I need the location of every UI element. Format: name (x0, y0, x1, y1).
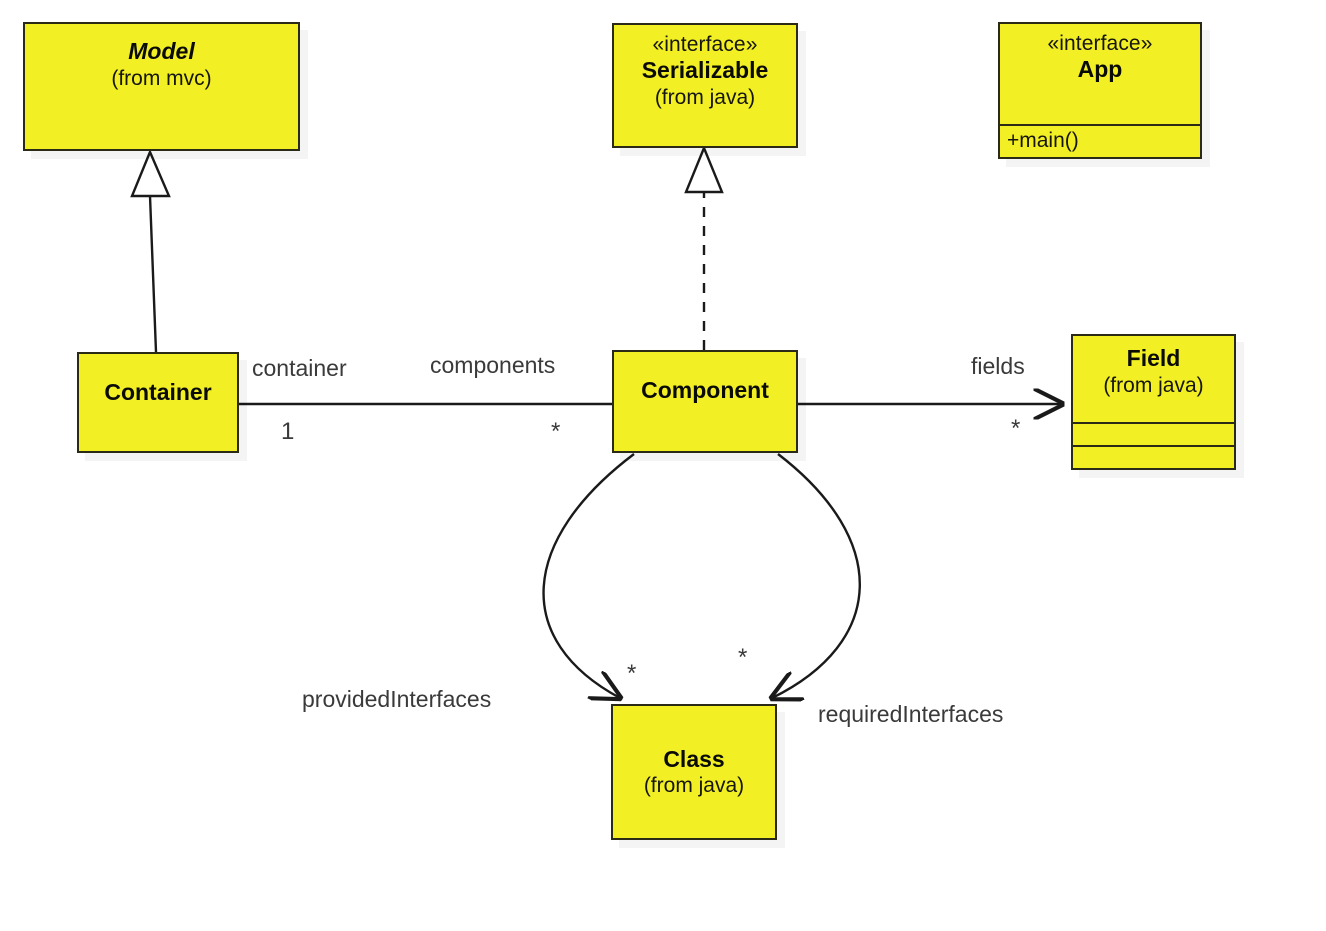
serializable-header: «interface» Serializable (from java) (614, 25, 796, 146)
model-class-name: Model (128, 38, 195, 64)
hollow-triangle-arrowhead (684, 144, 724, 194)
label-fields-multiplicity: * (1011, 415, 1021, 442)
field-attributes-compartment (1073, 422, 1234, 445)
class-box-serializable[interactable]: «interface» Serializable (from java) (612, 23, 798, 148)
class-class-name: Class (663, 745, 725, 772)
field-package-label: (from java) (1103, 373, 1204, 397)
serializable-package-label: (from java) (654, 85, 756, 109)
edge-component-realizes-serializable (684, 144, 724, 350)
field-class-name: Field (1126, 345, 1181, 371)
label-components-multiplicity: * (551, 418, 561, 445)
edge-component-providedinterfaces-association (542, 453, 635, 698)
label-requiredinterfaces-role: requiredInterfaces (818, 701, 1004, 727)
label-requiredinterfaces-multiplicity: * (738, 644, 748, 671)
edge-component-requiredinterfaces-association (772, 453, 861, 698)
edge-container-generalizes-model (130, 148, 171, 353)
class-header: Class (from java) (613, 706, 775, 838)
class-box-component[interactable]: Component (612, 350, 798, 453)
label-providedinterfaces-role: providedInterfaces (302, 686, 492, 712)
app-stereotype: «interface» (1047, 32, 1153, 55)
model-header: Model (from mvc) (25, 24, 298, 149)
class-package-label: (from java) (643, 774, 745, 798)
label-container-multiplicity: 1 (281, 418, 295, 445)
label-components-role: components (430, 352, 556, 378)
class-box-app[interactable]: «interface» App +main() (998, 22, 1202, 159)
class-box-class[interactable]: Class (from java) (611, 704, 777, 840)
class-box-container[interactable]: Container (77, 352, 239, 453)
field-header: Field (from java) (1073, 336, 1234, 422)
class-box-field[interactable]: Field (from java) (1071, 334, 1236, 470)
serializable-stereotype: «interface» (652, 33, 758, 56)
component-class-name: Component (641, 376, 769, 403)
label-providedinterfaces-multiplicity: * (627, 660, 637, 687)
container-class-name: Container (104, 378, 212, 405)
container-header: Container (79, 354, 237, 451)
hollow-triangle-arrowhead (130, 148, 171, 198)
app-header: «interface» App (1000, 24, 1200, 124)
component-header: Component (614, 352, 796, 451)
label-container-role: container (252, 355, 347, 381)
class-box-model[interactable]: Model (from mvc) (23, 22, 300, 151)
app-operations-compartment: +main() (1000, 124, 1200, 157)
label-fields-role: fields (971, 353, 1025, 379)
field-operations-compartment (1073, 445, 1234, 468)
model-package-label: (from mvc) (111, 66, 212, 90)
serializable-class-name: Serializable (641, 57, 769, 84)
app-class-name: App (1077, 56, 1123, 83)
